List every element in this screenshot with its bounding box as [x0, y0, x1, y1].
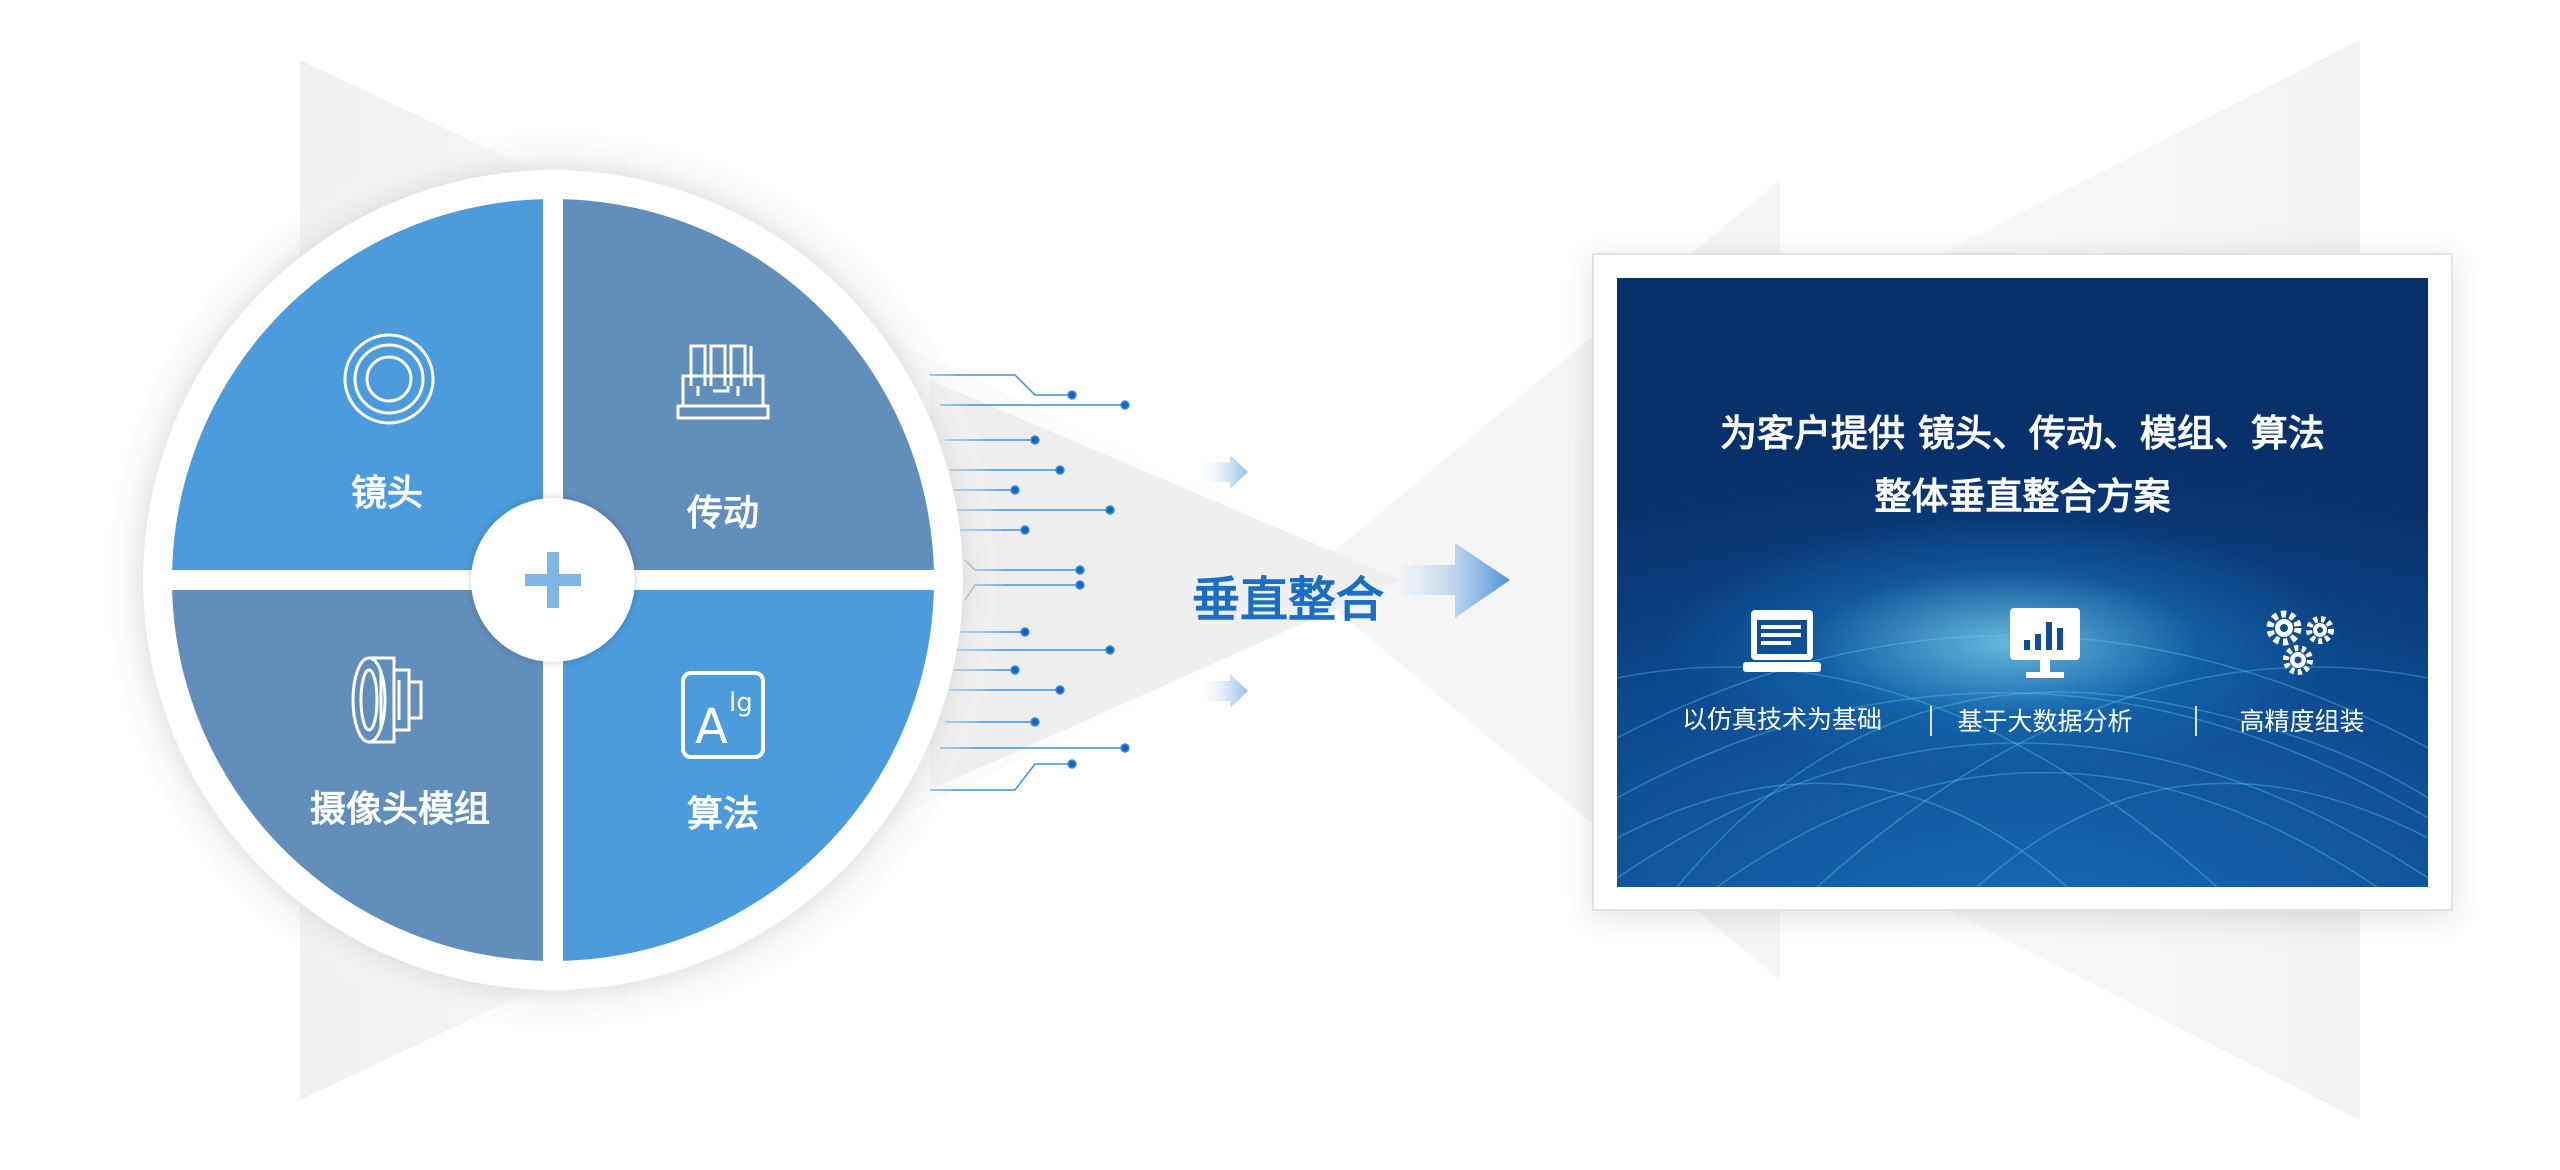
integration-label: 垂直整合	[1192, 572, 1385, 628]
feature-bigdata: 基于大数据分析	[1915, 608, 2175, 738]
lens-icon	[343, 333, 435, 425]
quadrant-transmission: 传动	[563, 199, 934, 570]
laptop-document-icon	[1743, 610, 1821, 672]
quadrant-lens: 镜头	[172, 199, 543, 570]
main-arrow-icon	[1390, 543, 1510, 618]
panel-title-line2: 整体垂直整合方案	[1874, 475, 2171, 518]
separator	[2195, 706, 2197, 736]
separator	[1930, 706, 1932, 736]
center-hub	[471, 498, 635, 662]
feature-label: 高精度组装	[2239, 707, 2365, 736]
svg-text:A: A	[695, 699, 728, 755]
quadrant-label: 算法	[686, 794, 760, 835]
small-arrow-icon	[1200, 674, 1248, 708]
solution-panel: 为客户提供 镜头、传动、模组、算法 整体垂直整合方案 以仿真技术为基础 基于大数…	[1592, 253, 2453, 911]
panel-title-line1: 为客户提供 镜头、传动、模组、算法	[1720, 412, 2325, 455]
feature-label: 以仿真技术为基础	[1681, 705, 1882, 734]
solution-screen: 为客户提供 镜头、传动、模组、算法 整体垂直整合方案 以仿真技术为基础 基于大数…	[1617, 278, 2428, 887]
transmission-icon	[676, 344, 770, 420]
quadrant-label: 传动	[686, 493, 760, 534]
small-arrow-icon	[1200, 455, 1248, 489]
quadrant-camera-module: 摄像头模组	[172, 590, 543, 961]
quadrant-label: 镜头	[350, 473, 424, 514]
svg-text:lg: lg	[729, 688, 753, 718]
camera-module-icon	[351, 656, 423, 744]
feature-simulation: 以仿真技术为基础	[1652, 608, 1912, 736]
gears-icon	[2266, 610, 2334, 675]
feature-label: 基于大数据分析	[1957, 707, 2133, 736]
quadrant-label: 摄像头模组	[309, 789, 491, 830]
monitor-chart-icon	[2010, 608, 2080, 678]
network-lines	[1617, 634, 2428, 887]
plus-icon	[525, 552, 581, 608]
feature-assembly: 高精度组装	[2172, 608, 2428, 738]
